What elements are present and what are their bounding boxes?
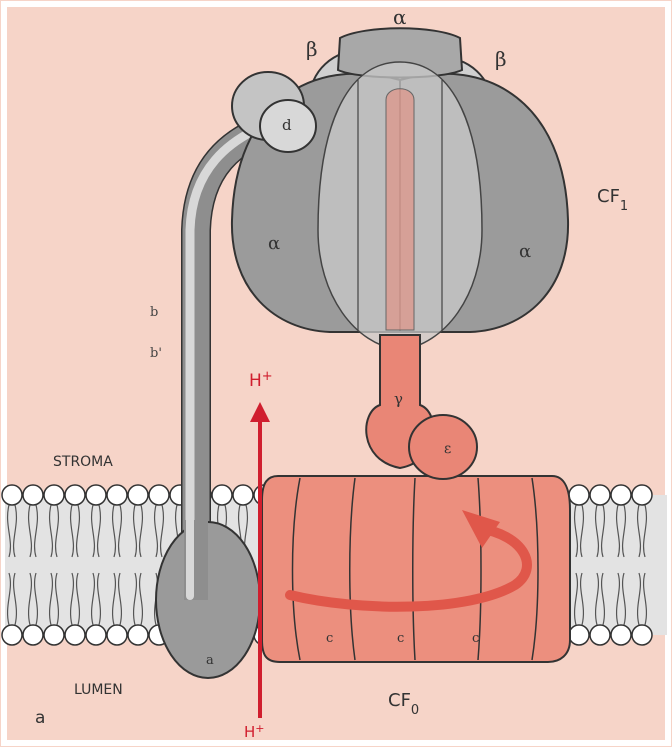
lipid-head	[233, 485, 253, 505]
b-prime-label: b'	[150, 346, 162, 361]
lipid-head	[65, 485, 85, 505]
lipid-head	[212, 485, 232, 505]
lipid-head	[86, 625, 106, 645]
epsilon-label: ε	[444, 441, 451, 457]
c-subunit-label: c	[472, 631, 479, 646]
beta-right-label: β	[495, 47, 507, 71]
lipid-head	[44, 625, 64, 645]
lipid-head	[569, 625, 589, 645]
lumen-label: LUMEN	[74, 682, 123, 698]
lipid-head	[569, 485, 589, 505]
lipid-head	[2, 625, 22, 645]
lipid-head	[107, 485, 127, 505]
beta-left-label: β	[306, 37, 318, 61]
c-subunit-label: c	[397, 631, 404, 646]
stroma-label: STROMA	[53, 454, 113, 470]
lipid-head	[611, 485, 631, 505]
lipid-head	[632, 625, 652, 645]
lipid-head	[2, 485, 22, 505]
lipid-head	[65, 625, 85, 645]
subunit-a-label: a	[206, 653, 214, 668]
alpha-left-label: α	[268, 233, 280, 254]
lipid-head	[128, 625, 148, 645]
panel-label: a	[35, 708, 45, 728]
lipid-head	[590, 625, 610, 645]
lipid-head	[149, 485, 169, 505]
gamma-stalk-inner	[386, 89, 414, 330]
alpha-top-label: α	[393, 5, 407, 29]
lipid-head	[128, 485, 148, 505]
alpha-right-label: α	[519, 241, 531, 262]
lipid-head	[611, 625, 631, 645]
lipid-head	[23, 485, 43, 505]
lipid-head	[86, 485, 106, 505]
lipid-head	[44, 485, 64, 505]
lipid-head	[632, 485, 652, 505]
delta-label: d	[282, 116, 292, 134]
b-label: b	[150, 305, 158, 320]
lipid-head	[107, 625, 127, 645]
gamma-label: γ	[394, 390, 403, 408]
lipid-head	[590, 485, 610, 505]
c-subunit-label: c	[326, 631, 333, 646]
lipid-head	[23, 625, 43, 645]
subunit-epsilon	[409, 415, 477, 479]
